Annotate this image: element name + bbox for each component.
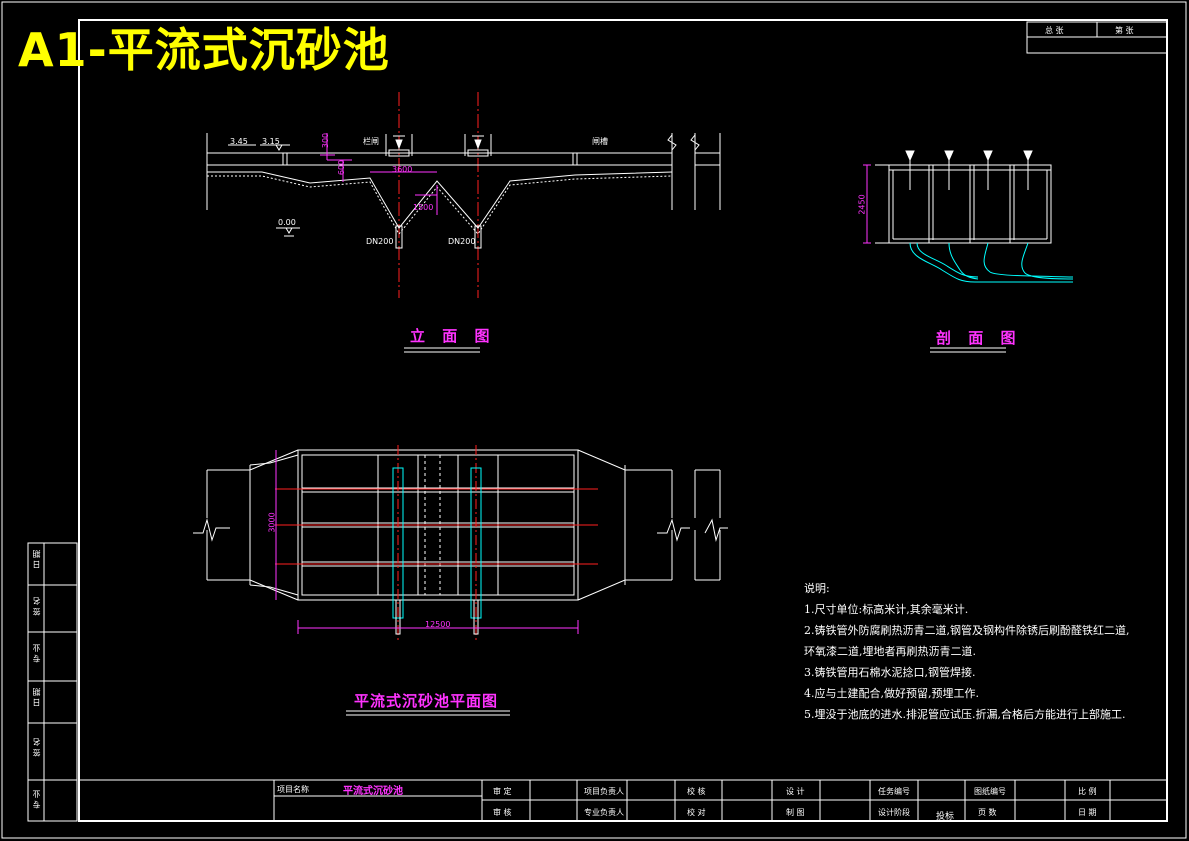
notes-heading: 说明: <box>804 582 830 595</box>
inner-frame <box>78 19 1168 822</box>
level-mark-2: 3.15 <box>262 137 280 146</box>
tb-r2: 设计阶段 <box>878 808 910 817</box>
dim-c: 3600 <box>392 165 413 174</box>
left-strip-label: 专 业 <box>32 790 41 809</box>
tb-r2: 制 图 <box>786 808 805 817</box>
tb-r1: 任务编号 <box>878 787 910 796</box>
elevation-caption: 立 面 图 <box>410 327 496 345</box>
level-mark-3: 0.00 <box>278 218 296 227</box>
pipe-label-right: DN200 <box>448 237 476 246</box>
title-block-lines <box>79 779 1167 821</box>
pipe-label-left: DN200 <box>366 237 394 246</box>
left-strip-label: 日 期 <box>32 688 41 707</box>
elevation-view <box>206 92 721 298</box>
left-strip-label: 签 名 <box>32 738 41 757</box>
plan-caption: 平流式沉砂池平面图 <box>354 692 499 710</box>
total-sheets-label: 总 张 <box>1045 26 1064 35</box>
sheet-number-label: 第 张 <box>1115 26 1134 35</box>
note-item: 2.铸铁管外防腐刷热沥青二道,钢管及钢构件除锈后刷酚醛铁红二道, <box>804 624 1130 637</box>
note-item: 4.应与土建配合,做好预留,预埋工作. <box>804 687 979 700</box>
tb-r2: 投标 <box>936 812 955 822</box>
plan-dim-width: 12500 <box>425 620 451 629</box>
tb-r1: 比 例 <box>1078 787 1097 796</box>
tb-r2: 页 数 <box>978 808 997 817</box>
tb-r2: 日 期 <box>1078 808 1097 817</box>
tb-r2: 审 核 <box>493 808 512 817</box>
tb-r2: 专业负责人 <box>584 808 624 817</box>
left-strip <box>27 542 78 822</box>
section-dim: 2450 <box>857 194 867 215</box>
tb-r2: 校 对 <box>687 808 706 817</box>
note-item: 环氧漆二道,埋地者再刷热沥青二道. <box>804 645 976 658</box>
project-name-value: 平流式沉砂池 <box>343 786 403 797</box>
tb-r1: 设 计 <box>786 787 805 796</box>
notes-block: 说明: 1.尺寸单位:标高米计,其余毫米计. 2.铸铁管外防腐刷热沥青二道,钢管… <box>804 578 1130 725</box>
plan-view <box>193 445 728 640</box>
left-strip-label: 签 名 <box>32 597 41 616</box>
note-item: 1.尺寸单位:标高米计,其余毫米计. <box>804 603 969 616</box>
gate-label-right: 闸槽 <box>592 137 608 146</box>
gate-label-left: 栏闸 <box>363 137 379 146</box>
note-item: 3.铸铁管用石棉水泥捻口,钢管焊接. <box>804 666 976 679</box>
note-item: 5.埋没于池底的进水.排泥管应试压.折漏,合格后方能进行上部施工. <box>804 708 1126 721</box>
left-strip-label: 日 期 <box>32 550 41 569</box>
tb-r1: 审 定 <box>493 787 512 796</box>
top-right-table <box>1026 21 1168 54</box>
dim-b: 600 <box>337 159 347 176</box>
section-view <box>863 150 1074 283</box>
level-mark-1: 3.45 <box>230 137 248 146</box>
left-strip-label: 专 业 <box>32 644 41 663</box>
tb-r1: 图纸编号 <box>974 787 1006 796</box>
drawing-title: A1-平流式沉砂池 <box>18 23 390 77</box>
caption-underlines <box>346 347 1006 716</box>
dim-d: 1500 <box>413 203 434 212</box>
tb-r1: 校 核 <box>687 787 706 796</box>
project-name-label: 项目名称 <box>277 785 309 794</box>
dim-a: 300 <box>321 132 331 149</box>
plan-dim-height: 3000 <box>267 512 277 533</box>
tb-r1: 项目负责人 <box>584 787 624 796</box>
section-caption: 剖 面 图 <box>936 329 1022 347</box>
